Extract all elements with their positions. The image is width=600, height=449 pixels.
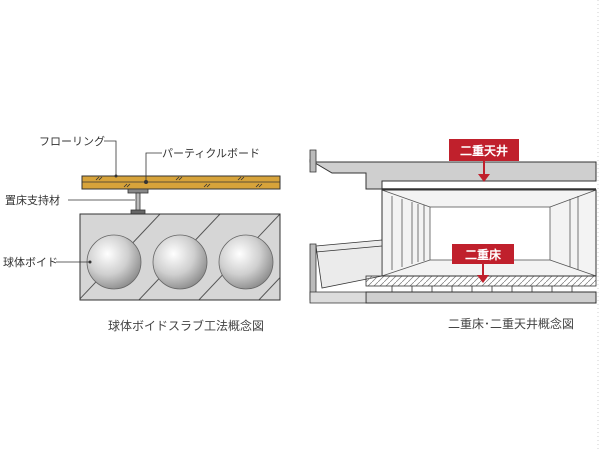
void-sphere	[152, 234, 208, 290]
caption-double-floor-ceiling: 二重床･二重天井概念図	[448, 316, 574, 331]
void-sphere	[218, 234, 274, 290]
label-flooring: フローリング	[39, 134, 105, 148]
flooring-hatch-marks	[95, 176, 263, 188]
label-particle-board: パーティクルボード	[162, 147, 260, 160]
label-void: 球体ボイド	[3, 255, 58, 269]
arrow-down-icon	[478, 174, 490, 182]
flooring-board	[81, 175, 281, 190]
balcony-opening	[309, 239, 383, 301]
caption-void-slab: 球体ボイドスラブ工法概念図	[108, 318, 264, 333]
tag-double-ceiling-text: 二重天井	[460, 143, 508, 158]
upper-slab	[309, 159, 597, 190]
double-floor-ceiling-diagram: 二重天井 二重床 二重床･二重天井概念図	[309, 139, 597, 331]
label-floor-support: 置床支持材	[5, 193, 60, 207]
tag-double-floor-text: 二重床	[465, 247, 502, 262]
arrow-down-icon	[477, 275, 489, 283]
floor-supports	[391, 286, 573, 292]
leader-flooring	[104, 140, 117, 176]
tag-double-ceiling: 二重天井	[449, 139, 519, 182]
lower-slab	[365, 291, 597, 304]
tag-double-floor: 二重床	[452, 244, 514, 283]
floor-support-leg	[127, 188, 149, 215]
void-slab-diagram: フローリング パーティクルボード 置床支持材 球体ボイド 球体ボイドスラブ工法概…	[3, 134, 281, 333]
leader-particle-board	[145, 152, 162, 182]
void-sphere	[86, 234, 142, 290]
